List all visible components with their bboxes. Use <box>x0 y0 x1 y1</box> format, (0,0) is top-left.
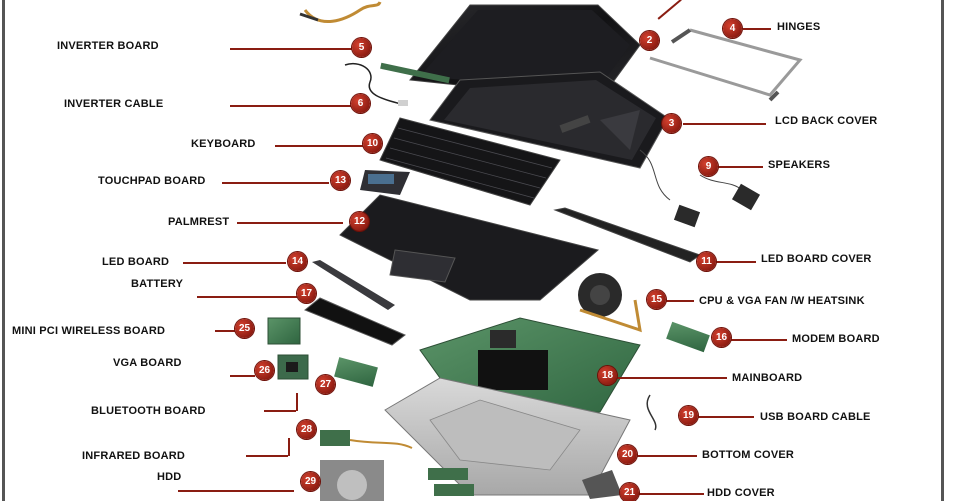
label-touchpad-board: TOUCHPAD BOARD <box>98 175 206 187</box>
leader-13 <box>222 182 329 184</box>
palmrest-part <box>339 194 600 301</box>
inverter-cable-part <box>344 63 408 106</box>
badge-25: 25 <box>235 319 254 338</box>
badge-3: 3 <box>662 114 681 133</box>
label-mini-pci-wireless-board: MINI PCI WIRELESS BOARD <box>12 325 166 337</box>
label-inverter-board: INVERTER BOARD <box>57 40 159 52</box>
label-speakers: SPEAKERS <box>768 159 831 171</box>
leader-29 <box>178 490 294 492</box>
leader-16 <box>731 339 787 341</box>
leader-26 <box>230 375 255 377</box>
leader-14 <box>183 262 286 264</box>
leader-9 <box>718 166 763 168</box>
badge-27: 27 <box>316 375 335 394</box>
bottom-cover-part <box>384 377 631 496</box>
badge-20: 20 <box>618 445 637 464</box>
label-cpu-vga-fan: CPU & VGA FAN /W HEATSINK <box>699 295 865 307</box>
mini-pci-wireless-part <box>267 317 301 345</box>
leader-28-vertical <box>288 438 290 456</box>
label-led-board: LED BOARD <box>102 256 170 268</box>
leader-4 <box>743 28 771 30</box>
leader-21 <box>638 493 704 495</box>
leader-11 <box>716 261 756 263</box>
modem-board-part <box>666 321 710 353</box>
badge-4: 4 <box>723 19 742 38</box>
touchpad-board-part <box>360 170 410 195</box>
badge-18: 18 <box>598 366 617 385</box>
leader-3 <box>683 123 766 125</box>
leader-20 <box>637 455 697 457</box>
leader-15 <box>666 300 694 302</box>
battery-part <box>304 297 406 346</box>
leader-5 <box>230 48 352 50</box>
leader-25 <box>215 330 235 332</box>
label-modem-board: MODEM BOARD <box>792 333 880 345</box>
label-mainboard: MAINBOARD <box>732 372 803 384</box>
badge-13: 13 <box>331 171 350 190</box>
badge-15: 15 <box>647 290 666 309</box>
badge-6: 6 <box>351 94 370 113</box>
badge-11: 11 <box>697 252 716 271</box>
leader-27-vertical <box>296 393 298 411</box>
label-infrared-board: INFRARED BOARD <box>82 450 186 462</box>
badge-9: 9 <box>699 157 718 176</box>
leader-19 <box>698 416 754 418</box>
hinges-part <box>649 28 803 102</box>
top-cable-part <box>299 1 382 24</box>
keyboard-part <box>379 117 561 206</box>
leader-10 <box>275 145 363 147</box>
label-bottom-cover: BOTTOM COVER <box>702 449 795 461</box>
badge-5: 5 <box>352 38 371 57</box>
label-led-board-cover: LED BOARD COVER <box>761 253 872 265</box>
fan-heatsink-part <box>578 273 642 333</box>
label-hdd-cover: HDD COVER <box>707 487 775 499</box>
bluetooth-board-part <box>334 357 378 387</box>
label-inverter-cable: INVERTER CABLE <box>64 98 164 110</box>
badge-21: 21 <box>620 483 639 501</box>
hdd-part <box>320 460 384 501</box>
label-lcd-back-cover: LCD BACK COVER <box>775 115 878 127</box>
leader-6 <box>230 105 351 107</box>
badge-26: 26 <box>255 361 274 380</box>
lcd-back-cover <box>429 71 669 169</box>
badge-16: 16 <box>712 328 731 347</box>
label-battery: BATTERY <box>131 278 184 290</box>
label-bluetooth-board: BLUETOOTH BOARD <box>91 405 206 417</box>
badge-28: 28 <box>297 420 316 439</box>
label-vga-board: VGA BOARD <box>113 357 182 369</box>
badge-17: 17 <box>297 284 316 303</box>
badge-10: 10 <box>363 134 382 153</box>
leader-12 <box>237 222 343 224</box>
infrared-board-part <box>320 430 413 449</box>
leader-17 <box>197 296 297 298</box>
label-hinges: HINGES <box>777 21 821 33</box>
leader-28 <box>246 455 288 457</box>
label-hdd: HDD <box>157 471 182 483</box>
label-usb-board-cable: USB BOARD CABLE <box>760 411 871 423</box>
badge-14: 14 <box>288 252 307 271</box>
leader-18 <box>617 377 727 379</box>
badge-12: 12 <box>350 212 369 231</box>
label-keyboard: KEYBOARD <box>191 138 256 150</box>
badge-19: 19 <box>679 406 698 425</box>
speakers-part <box>639 149 761 228</box>
inverter-board-part <box>380 62 450 84</box>
memory-modules-part <box>428 468 474 496</box>
vga-board-part <box>277 354 309 380</box>
label-palmrest: PALMREST <box>168 216 230 228</box>
usb-board-cable-part <box>646 394 657 431</box>
badge-29: 29 <box>301 472 320 491</box>
leader-27 <box>264 410 296 412</box>
hdd-cover-part <box>582 470 622 499</box>
badge-2: 2 <box>640 31 659 50</box>
led-board-part <box>312 260 395 310</box>
